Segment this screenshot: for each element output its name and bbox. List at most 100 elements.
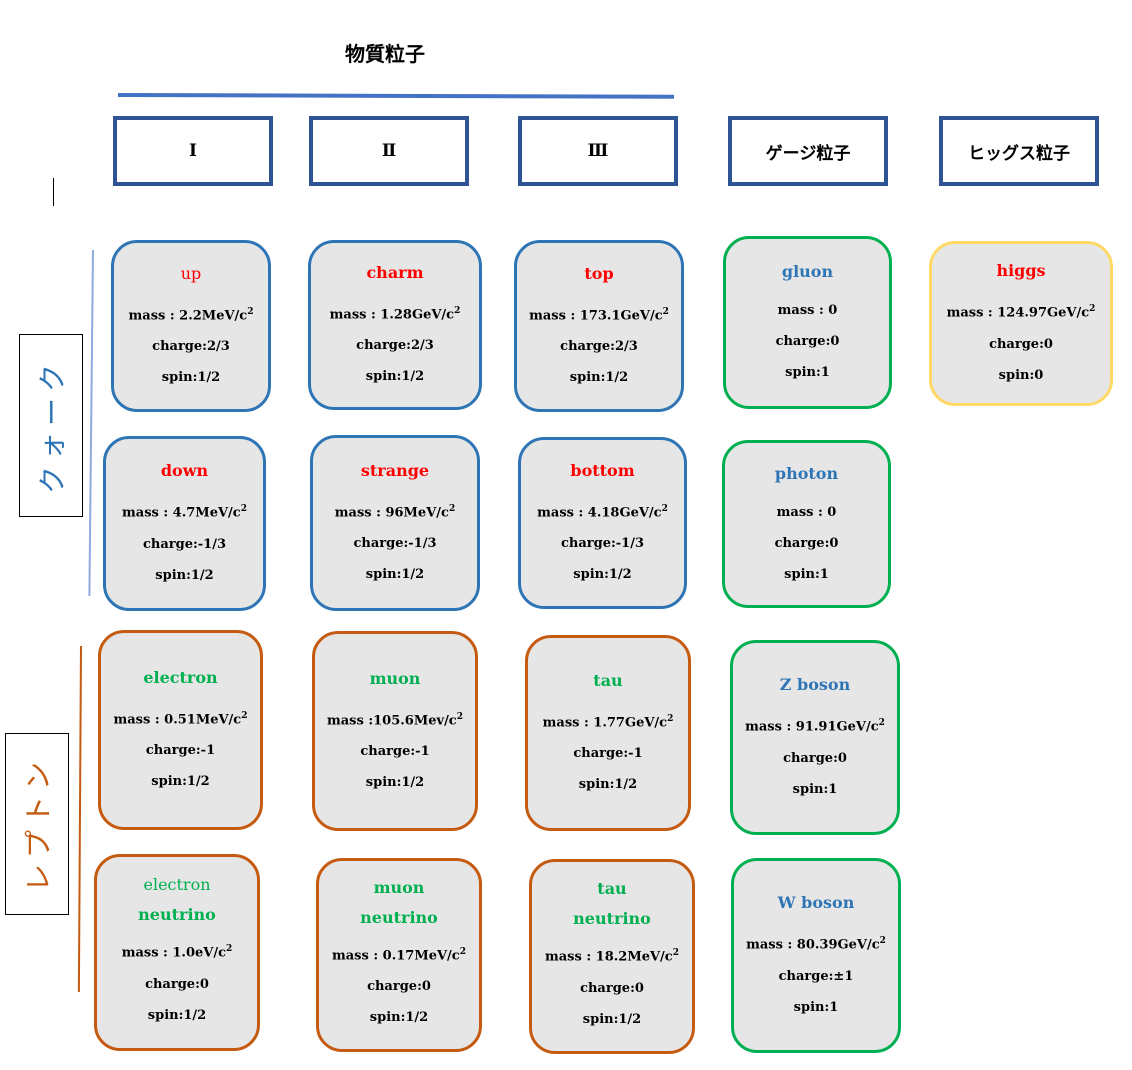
particle-charge: charge:2/3	[356, 338, 434, 354]
particle-charge: charge:-1	[360, 744, 430, 760]
particle-charge: charge:0	[580, 980, 644, 996]
particle-spin: spin:0	[998, 367, 1044, 383]
particle-card-charm: charm mass : 1.28GeV/c2 charge:2/3 spin:…	[308, 240, 482, 410]
particle-charge: charge:±1	[778, 968, 854, 984]
page-title: 物質粒子	[345, 42, 425, 66]
particle-mass: mass : 173.1GeV/c2	[529, 306, 669, 324]
particle-spin: spin:1/2	[151, 774, 210, 790]
text-cursor-line	[53, 178, 54, 206]
particle-charge: charge:-1	[145, 743, 216, 759]
particle-mass: mass : 4.7MeV/c2	[122, 504, 247, 521]
particle-mass: mass : 0	[776, 504, 837, 520]
particle-mass: mass : 18.2MeV/c2	[544, 948, 679, 965]
particle-name: charm	[366, 262, 424, 282]
particle-spin: spin:1/2	[578, 777, 638, 793]
particle-mass: mass : 91.91GeV/c2	[745, 718, 885, 735]
lepton-label-box: レプトン	[5, 733, 69, 915]
particle-spin: spin:1/2	[582, 1011, 642, 1027]
quark-group-line	[88, 249, 94, 596]
particle-charge: charge:0	[989, 336, 1053, 352]
particle-card-higgs: higgs mass : 124.97GeV/c2 charge:0 spin:…	[929, 241, 1113, 406]
particle-name: up	[180, 263, 202, 283]
particle-name: down	[160, 461, 209, 481]
particle-name: electron	[143, 875, 211, 895]
header-generation-2: Ⅱ	[309, 116, 469, 186]
particle-mass: mass : 0	[777, 303, 838, 318]
quark-label-box: クォーク	[19, 334, 83, 517]
particle-card-down: down mass : 4.7MeV/c2 charge:-1/3 spin:1…	[103, 436, 266, 611]
particle-name: electron	[143, 667, 218, 687]
header-generation-1: Ⅰ	[113, 116, 273, 186]
particle-spin: spin:1/2	[155, 567, 214, 583]
particle-charge: charge:0	[145, 976, 209, 992]
particle-card-gluon: gluon mass : 0 charge:0 spin:1	[723, 236, 892, 409]
particle-charge: charge:-1/3	[353, 536, 437, 552]
particle-name: tau	[593, 670, 623, 690]
particle-mass: mass : 1.77GeV/c2	[542, 713, 674, 731]
particle-mass: mass : 2.2MeV/c2	[128, 306, 254, 324]
particle-card-z-boson: Z boson mass : 91.91GeV/c2 charge:0 spin…	[730, 640, 900, 835]
particle-name-suffix: neutrino	[360, 907, 438, 927]
particle-spin: spin:1	[793, 999, 839, 1015]
lepton-label: レプトン	[22, 755, 56, 893]
particle-name: muon	[369, 668, 421, 688]
particle-spin: spin:1	[784, 566, 829, 582]
particle-spin: spin:1/2	[569, 370, 629, 386]
particle-name: gluon	[781, 262, 834, 281]
particle-mass: mass :105.6Mev/c2	[327, 711, 463, 729]
particle-name-suffix: neutrino	[138, 905, 216, 925]
particle-mass: mass : 4.18GeV/c2	[537, 503, 668, 521]
particle-charge: charge:-1/3	[560, 536, 645, 552]
particle-charge: charge:0	[783, 750, 847, 766]
particle-mass: mass : 0.51MeV/c2	[113, 710, 248, 728]
particle-mass: mass : 0.17MeV/c2	[331, 946, 466, 964]
header-generation-3: Ⅲ	[518, 116, 678, 186]
particle-spin: spin:1/2	[365, 369, 425, 385]
particle-card-electron-neutrino: electron neutrino mass : 1.0eV/c2 charge…	[94, 854, 260, 1051]
particle-card-electron: electron mass : 0.51MeV/c2 charge:-1 spi…	[98, 630, 263, 830]
particle-spin: spin:1/2	[147, 1007, 207, 1023]
particle-charge: charge:2/3	[560, 339, 638, 355]
particle-name: top	[584, 263, 614, 283]
particle-spin: spin:1/2	[369, 1010, 429, 1026]
particle-mass: mass : 124.97GeV/c2	[946, 304, 1096, 321]
particle-card-muon-neutrino: muon neutrino mass : 0.17MeV/c2 charge:0…	[316, 858, 482, 1052]
header-higgs-boson: ヒッグス粒子	[939, 116, 1099, 186]
particle-card-tau: tau mass : 1.77GeV/c2 charge:-1 spin:1/2	[525, 635, 691, 831]
matter-particles-bracket-line	[117, 93, 675, 99]
particle-card-strange: strange mass : 96MeV/c2 charge:-1/3 spin…	[310, 435, 480, 611]
particle-card-photon: photon mass : 0 charge:0 spin:1	[722, 440, 891, 608]
particle-card-tau-neutrino: tau neutrino mass : 18.2MeV/c2 charge:0 …	[529, 859, 695, 1054]
particle-spin: spin:1/2	[573, 567, 632, 583]
particle-mass: mass : 80.39GeV/c2	[746, 936, 886, 953]
particle-card-up: up mass : 2.2MeV/c2 charge:2/3 spin:1/2	[111, 240, 271, 412]
particle-spin: spin:1/2	[365, 775, 425, 791]
particle-name: W boson	[777, 893, 855, 913]
particle-mass: mass : 96MeV/c2	[334, 503, 456, 521]
particle-name: Z boson	[779, 675, 851, 695]
particle-name-suffix: neutrino	[573, 909, 651, 929]
particle-name: bottom	[570, 460, 635, 480]
particle-card-bottom: bottom mass : 4.18GeV/c2 charge:-1/3 spi…	[518, 437, 687, 609]
particle-charge: charge:-1/3	[142, 536, 227, 552]
particle-name: tau	[597, 879, 627, 899]
particle-spin: spin:1	[792, 781, 838, 797]
particle-mass: mass : 1.28GeV/c2	[329, 305, 461, 323]
particle-charge: charge:2/3	[152, 339, 230, 355]
lepton-group-line	[77, 645, 82, 992]
particle-card-muon: muon mass :105.6Mev/c2 charge:-1 spin:1/…	[312, 631, 478, 831]
particle-name: strange	[360, 460, 430, 480]
particle-name: higgs	[996, 261, 1046, 281]
particle-spin: spin:1/2	[161, 370, 221, 386]
particle-charge: charge:0	[774, 535, 839, 551]
particle-charge: charge:0	[775, 334, 840, 349]
particle-spin: spin:1	[785, 365, 830, 380]
quark-label: クォーク	[36, 357, 70, 494]
particle-mass: mass : 1.0eV/c2	[121, 944, 233, 961]
particle-spin: spin:1/2	[365, 567, 425, 583]
particle-name: muon	[373, 877, 425, 897]
particle-card-w-boson: W boson mass : 80.39GeV/c2 charge:±1 spi…	[731, 858, 901, 1053]
header-gauge-bosons: ゲージ粒子	[728, 116, 888, 186]
particle-charge: charge:0	[367, 979, 431, 995]
particle-name: photon	[774, 463, 839, 483]
